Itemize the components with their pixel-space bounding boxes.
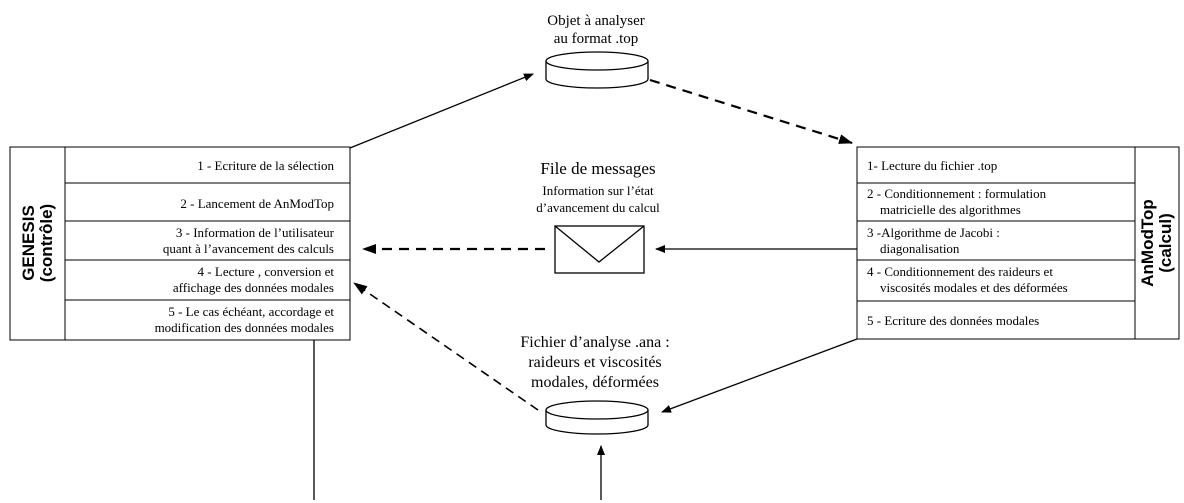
- genesis-step-2: 2 - Lancement de AnModTop: [180, 196, 334, 211]
- arrow-anmodtop-to-ana-file: [661, 338, 858, 413]
- database-icon: [545, 51, 649, 89]
- genesis-block: GENESIS (contrôle) 1 - Ecriture de la sé…: [9, 146, 351, 341]
- envelope-icon: [554, 225, 645, 274]
- genesis-step-5-line2: modification des données modales: [155, 320, 334, 335]
- genesis-step-4-line2: affichage des données modales: [173, 280, 334, 295]
- genesis-subtitle: (contrôle): [37, 204, 56, 282]
- genesis-title: GENESIS: [19, 205, 38, 281]
- ana-file-node: Fichier d’analyse .ana : raideurs et vis…: [520, 334, 670, 435]
- anmodtop-outer-frame: [856, 146, 1180, 340]
- anmodtop-step-3-line1: 3 -Algorithme de Jacobi :: [867, 225, 1000, 240]
- anmodtop-subtitle: (calcul): [1156, 213, 1175, 273]
- anmodtop-step-1: 1- Lecture du fichier .top: [867, 158, 997, 173]
- connectors: [313, 73, 858, 500]
- ana-file-label-line3: modales, déformées: [531, 374, 659, 391]
- ana-file-label-line1: Fichier d’analyse .ana :: [520, 334, 669, 351]
- top-file-node: Objet à analyser au format .top: [545, 13, 649, 89]
- arrow-ana-file-to-genesis: [353, 282, 539, 411]
- anmodtop-step-2-line1: 2 - Conditionnement : formulation: [867, 186, 1047, 201]
- message-queue-node: File de messages Information sur l’état …: [536, 159, 660, 274]
- top-file-label-line1: Objet à analyser: [547, 13, 644, 29]
- anmodtop-block: AnModTop (calcul) 1- Lecture du fichier …: [856, 146, 1180, 340]
- anmodtop-step-4-line2: viscosités modales et des déformées: [880, 280, 1068, 295]
- anmodtop-step-5: 5 - Ecriture des données modales: [867, 313, 1039, 328]
- genesis-step-4-line1: 4 - Lecture , conversion et: [198, 264, 335, 279]
- message-queue-line2: d’avancement du calcul: [536, 200, 660, 215]
- genesis-step-3-line1: 3 - Information de l’utilisateur: [176, 225, 335, 240]
- genesis-step-5-line1: 5 - Le cas échéant, accordage et: [168, 304, 334, 319]
- arrow-genesis-to-top-file: [349, 73, 534, 149]
- ana-file-label-line2: raideurs et viscosités: [528, 354, 661, 371]
- anmodtop-title: AnModTop: [1138, 199, 1157, 286]
- arrow-top-file-to-anmodtop: [649, 78, 853, 145]
- top-file-label-line2: au format .top: [554, 31, 639, 47]
- genesis-step-1: 1 - Ecriture de la sélection: [197, 158, 334, 173]
- database-icon: [545, 400, 649, 435]
- message-queue-title: File de messages: [540, 159, 655, 178]
- anmodtop-step-3-line2: diagonalisation: [880, 241, 960, 256]
- anmodtop-step-2-line2: matricielle des algorithmes: [880, 202, 1021, 217]
- anmodtop-step-4-line1: 4 - Conditionnement des raideurs et: [867, 264, 1053, 279]
- genesis-step-3-line2: quant à l’avancement des calculs: [163, 241, 334, 256]
- genesis-outer-frame: [9, 146, 351, 341]
- message-queue-line1: Information sur l’état: [542, 183, 654, 198]
